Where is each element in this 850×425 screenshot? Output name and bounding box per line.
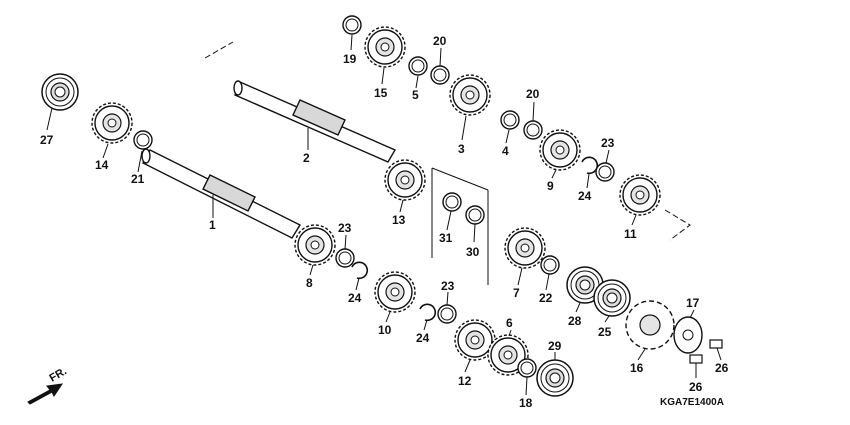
label-17: 17 [686, 296, 700, 310]
bearing-27 [41, 73, 79, 111]
collar-5 [408, 56, 428, 76]
bearing-29 [536, 359, 574, 397]
washer-23-low [437, 304, 457, 324]
part-labels: 27 14 21 1 2 19 15 5 20 3 4 20 9 23 24 1… [40, 34, 729, 410]
gear-11 [619, 174, 661, 216]
reference-code: KGA7E1400A [660, 397, 724, 408]
label-18: 18 [519, 396, 533, 410]
label-16: 16 [630, 361, 644, 375]
sprocket-16 [625, 300, 675, 350]
label-19: 19 [343, 52, 357, 66]
label-24-low: 24 [416, 331, 430, 345]
washer-23-top [595, 162, 615, 182]
label-23-low: 23 [441, 279, 455, 293]
label-10: 10 [378, 323, 392, 337]
circlip-24-low [419, 303, 437, 322]
label-25: 25 [598, 325, 612, 339]
bolt-26-right [709, 339, 723, 349]
washer-21 [133, 130, 153, 150]
gear-10 [374, 271, 416, 313]
label-11: 11 [624, 227, 637, 241]
label-23-mid: 23 [338, 221, 352, 235]
gear-3 [449, 74, 491, 116]
label-22: 22 [539, 291, 553, 305]
label-21: 21 [131, 172, 145, 186]
gear-7 [504, 227, 546, 269]
washer-22 [540, 255, 560, 275]
label-8: 8 [306, 276, 313, 290]
label-20-mid: 20 [526, 87, 540, 101]
washer-20-top [430, 65, 450, 85]
label-28: 28 [568, 314, 582, 328]
countershaft-1 [141, 148, 301, 239]
label-2: 2 [303, 151, 310, 165]
washer-19 [342, 15, 362, 35]
washer-31 [442, 192, 462, 212]
label-6: 6 [506, 316, 513, 330]
circlip-24-mid [351, 261, 369, 280]
label-27: 27 [40, 133, 54, 147]
alignment-line-right [664, 209, 691, 241]
label-7: 7 [513, 286, 520, 300]
plate-17 [673, 316, 703, 354]
label-3: 3 [458, 142, 465, 156]
label-24-mid: 24 [348, 291, 362, 305]
label-26-bottom: 26 [689, 380, 703, 394]
label-20-top: 20 [433, 34, 447, 48]
collar-4 [500, 110, 520, 130]
bolt-26-bottom [689, 354, 703, 364]
label-15: 15 [374, 86, 388, 100]
label-9: 9 [547, 179, 554, 193]
washer-20-mid [523, 120, 543, 140]
alignment-line-top [204, 41, 234, 59]
label-23-top: 23 [601, 136, 615, 150]
label-1: 1 [209, 218, 216, 232]
label-31: 31 [439, 231, 453, 245]
gear-9 [539, 129, 581, 171]
front-arrow: FR. [27, 365, 69, 405]
label-12: 12 [458, 374, 472, 388]
circlip-24-top [581, 156, 599, 175]
label-30: 30 [466, 245, 480, 259]
bearing-25 [593, 279, 631, 317]
label-5: 5 [412, 88, 419, 102]
mainshaft-2 [233, 80, 397, 163]
leader-lines [46, 34, 722, 396]
front-arrow-label: FR. [48, 365, 69, 384]
washer-23-mid [335, 248, 355, 268]
washer-18 [517, 358, 537, 378]
label-26-right: 26 [715, 361, 729, 375]
label-29: 29 [548, 339, 562, 353]
label-24-top: 24 [578, 189, 592, 203]
bracket-31-30 [431, 167, 489, 285]
gear-13 [384, 159, 426, 201]
label-13: 13 [392, 213, 406, 227]
gear-15 [364, 26, 406, 68]
label-4: 4 [502, 144, 509, 158]
label-14: 14 [95, 158, 109, 172]
gear-8 [294, 224, 336, 266]
gear-14 [91, 102, 133, 144]
collar-30 [465, 205, 485, 225]
